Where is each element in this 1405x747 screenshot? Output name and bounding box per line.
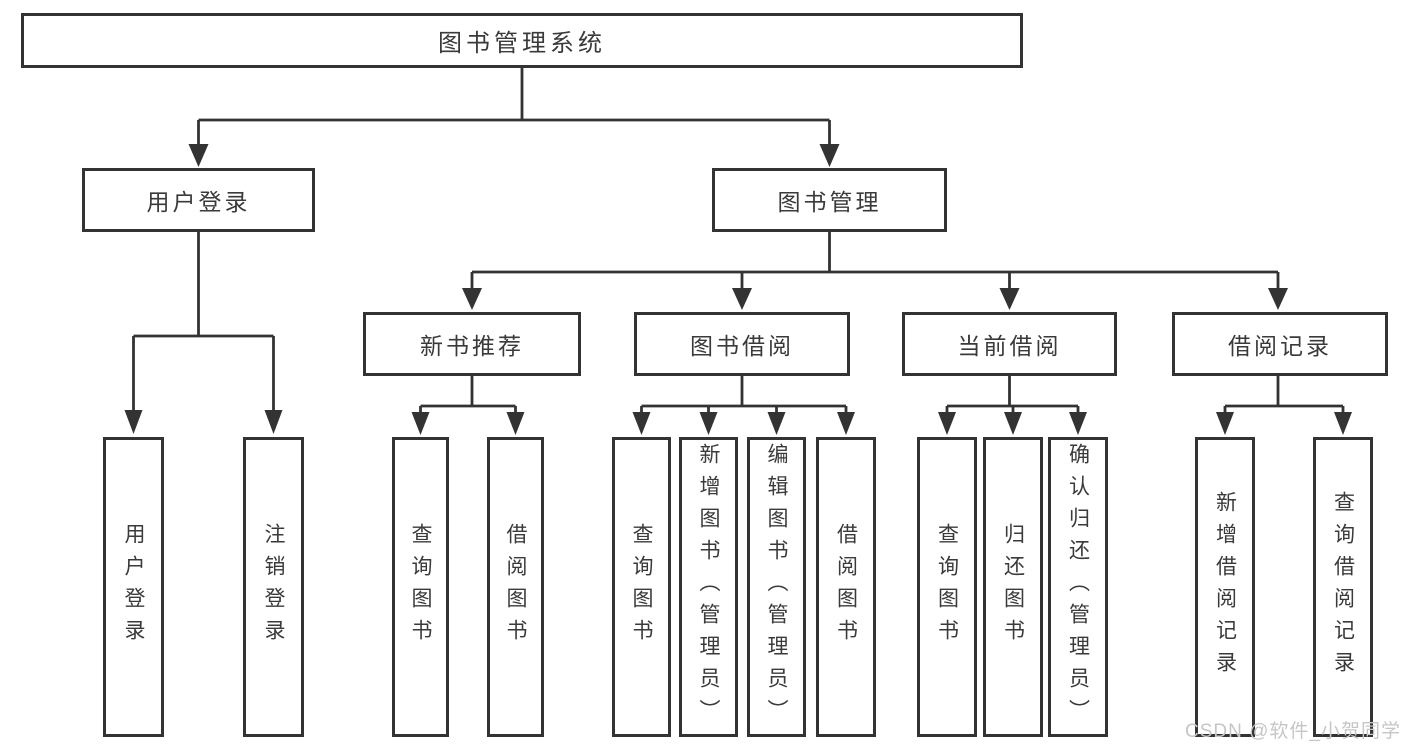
arrowhead xyxy=(1004,412,1022,435)
arrowhead xyxy=(1069,412,1087,435)
arrowhead xyxy=(188,144,209,167)
arrowhead xyxy=(767,412,786,435)
node-label: 归还图书 xyxy=(1001,523,1025,651)
leaf-add-book-admin: 新增图书（管理员） xyxy=(679,437,738,737)
arrowhead xyxy=(837,412,855,435)
leaf-query-book-1: 查询图书 xyxy=(392,437,449,737)
node-label: 用户登录 xyxy=(122,523,145,651)
leaf-return-book: 归还图书 xyxy=(983,437,1043,737)
arrowhead xyxy=(124,410,143,434)
arrowhead xyxy=(699,412,718,435)
node-label: 确认归还（管理员） xyxy=(1066,443,1090,731)
node-label: 查询借阅记录 xyxy=(1331,491,1355,683)
arrowhead xyxy=(1268,288,1288,310)
node-new-book-recommend: 新书推荐 xyxy=(363,312,581,376)
node-label: 查询图书 xyxy=(935,523,959,651)
csdn-watermark: CSDN @软件_小贺同学 xyxy=(1185,721,1401,742)
node-root-system: 图书管理系统 xyxy=(21,13,1023,68)
arrowhead xyxy=(999,288,1020,310)
node-current-borrow: 当前借阅 xyxy=(902,312,1117,376)
node-book-management: 图书管理 xyxy=(712,168,947,232)
arrowhead xyxy=(506,412,525,435)
leaf-borrow-book-2: 借阅图书 xyxy=(816,437,876,737)
leaf-confirm-return-admin: 确认归还（管理员） xyxy=(1048,437,1108,737)
node-label: 查询图书 xyxy=(630,523,653,651)
arrowhead xyxy=(462,288,482,310)
arrowhead xyxy=(632,412,651,435)
node-label: 编辑图书（管理员） xyxy=(765,443,788,731)
leaf-query-book-3: 查询图书 xyxy=(917,437,977,737)
leaf-query-book-2: 查询图书 xyxy=(612,437,671,737)
node-label: 查询图书 xyxy=(409,523,432,651)
node-book-borrow: 图书借阅 xyxy=(634,312,850,376)
arrowhead xyxy=(411,412,430,435)
leaf-user-login: 用户登录 xyxy=(103,437,164,737)
node-label: 图书管理 xyxy=(777,189,882,215)
node-label: 新增图书（管理员） xyxy=(697,443,720,731)
arrowhead xyxy=(938,412,956,435)
node-borrow-records: 借阅记录 xyxy=(1172,312,1388,376)
leaf-query-borrow-record: 查询借阅记录 xyxy=(1313,437,1373,737)
node-label: 用户登录 xyxy=(146,189,251,215)
node-label: 新书推荐 xyxy=(420,333,524,359)
node-label: 图书管理系统 xyxy=(438,30,606,57)
node-label: 注销登录 xyxy=(262,523,285,651)
leaf-edit-book-admin: 编辑图书（管理员） xyxy=(747,437,806,737)
node-label: 借阅图书 xyxy=(504,523,527,651)
arrowhead xyxy=(264,410,283,434)
arrowhead xyxy=(819,144,840,167)
node-label: 当前借阅 xyxy=(957,333,1062,359)
leaf-logout: 注销登录 xyxy=(243,437,304,737)
arrowhead xyxy=(732,288,752,310)
node-user-login: 用户登录 xyxy=(82,168,315,232)
arrowhead xyxy=(1334,412,1352,435)
node-label: 图书借阅 xyxy=(690,333,794,359)
arrowhead xyxy=(1216,412,1234,435)
node-label: 借阅记录 xyxy=(1228,333,1332,359)
node-label: 新增借阅记录 xyxy=(1213,491,1237,683)
leaf-borrow-book-1: 借阅图书 xyxy=(487,437,544,737)
leaf-add-borrow-record: 新增借阅记录 xyxy=(1195,437,1255,737)
node-label: 借阅图书 xyxy=(834,523,858,651)
